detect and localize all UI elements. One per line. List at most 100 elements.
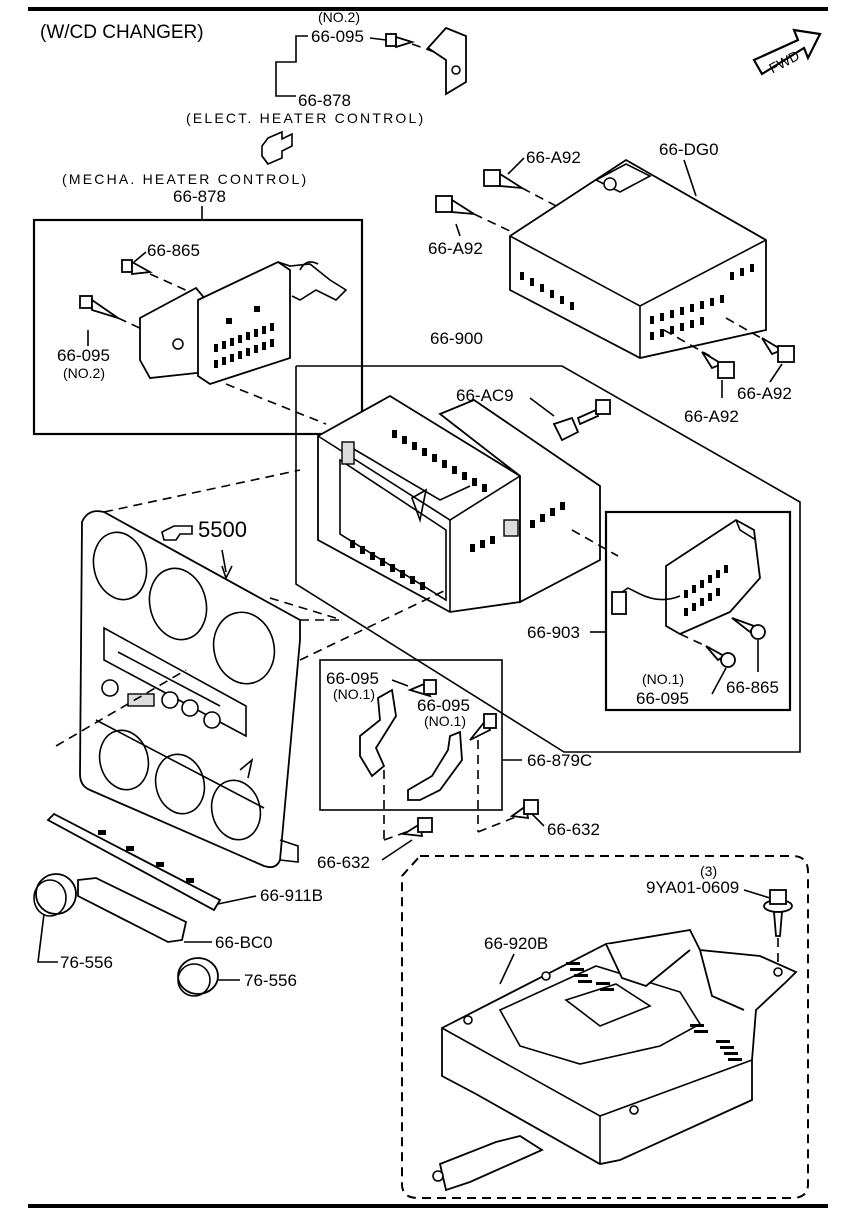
part-66-911b-label: 66-911B bbox=[260, 886, 323, 905]
dash-panel-unit-4 bbox=[269, 597, 343, 621]
no2-top-label: (NO.2) bbox=[318, 9, 360, 25]
part-66-095-left-label: 66-095 bbox=[57, 346, 110, 365]
part-66-632-r-label: 66-632 bbox=[547, 820, 600, 839]
dash-632-right-h bbox=[477, 815, 519, 833]
part-66-920b-label: 66-920B bbox=[484, 934, 548, 953]
no1-right-label: (NO.1) bbox=[642, 671, 684, 687]
mecha-heater-box bbox=[32, 218, 364, 436]
leader-a92-4 bbox=[769, 363, 783, 383]
front-panel-icon bbox=[79, 510, 301, 869]
bolt-a92-4-icon bbox=[761, 337, 795, 363]
part-66-095-b1-label: 66-095 bbox=[326, 669, 379, 688]
leader-632-r bbox=[531, 813, 545, 827]
leader-632-l bbox=[381, 839, 413, 861]
part-66-a92-1-label: 66-A92 bbox=[526, 148, 581, 167]
leader-066095-top bbox=[275, 35, 308, 97]
part-66-920b-box bbox=[401, 855, 809, 1199]
header-label: (W/CD CHANGER) bbox=[40, 22, 204, 43]
part-5500-label: 5500 bbox=[198, 517, 247, 542]
screw-095-right-icon bbox=[705, 645, 736, 668]
fwd-arrow-icon: FWD bbox=[752, 28, 822, 76]
qty3-label: (3) bbox=[700, 863, 717, 879]
dash-panel-unit-1 bbox=[103, 469, 301, 513]
part-66-903-label: 66-903 bbox=[527, 623, 580, 642]
leader-556-left bbox=[37, 913, 58, 963]
heater-control-panel-icon bbox=[139, 260, 348, 385]
support-bracket-icon bbox=[432, 929, 798, 1192]
bezel-strip-icon bbox=[46, 812, 222, 912]
knob-left-icon bbox=[33, 873, 77, 917]
no2-left-label: (NO.2) bbox=[63, 365, 105, 381]
part-66-879c-box bbox=[319, 659, 503, 811]
bolt-a92-2-icon bbox=[435, 195, 475, 215]
screw-632-left-icon bbox=[401, 817, 433, 838]
part-66-095-right-label: 66-095 bbox=[636, 689, 689, 708]
bracket-icon bbox=[426, 26, 467, 96]
part-66-632-l-label: 66-632 bbox=[317, 853, 370, 872]
leader-920b bbox=[499, 953, 515, 985]
flange-bolt-icon bbox=[763, 889, 793, 937]
leader-dg0 bbox=[683, 159, 697, 197]
leader-9ya01 bbox=[743, 889, 771, 899]
ac9-fastener-icon bbox=[552, 399, 611, 442]
part-76-556-left-label: 76-556 bbox=[60, 953, 113, 972]
reference-hand-icon bbox=[161, 525, 193, 541]
audio-unit-outline bbox=[295, 365, 801, 753]
leader-ac9 bbox=[529, 397, 555, 417]
bc0-cover-icon bbox=[77, 877, 188, 943]
leader-865-left bbox=[133, 251, 147, 263]
part-66-878-top-label: 66-878 bbox=[298, 91, 351, 110]
dash-095-right bbox=[679, 633, 711, 649]
elect-heater-label: (ELECT. HEATER CONTROL) bbox=[186, 110, 425, 126]
part-66-a92-4-label: 66-A92 bbox=[737, 384, 792, 403]
bracket-879c-icon bbox=[359, 688, 463, 801]
part-66-095-b2-label: 66-095 bbox=[417, 696, 470, 715]
screw-865-left-icon bbox=[121, 259, 153, 276]
leader-a92-2 bbox=[455, 223, 461, 237]
part-66-a92-2-label: 66-A92 bbox=[428, 239, 483, 258]
dash-632-left-h bbox=[383, 829, 413, 841]
screw-865-right-icon bbox=[731, 617, 766, 640]
part-66-ac9-label: 66-AC9 bbox=[456, 386, 514, 405]
part-66-865-left-label: 66-865 bbox=[147, 241, 200, 260]
screw-icon bbox=[385, 33, 416, 49]
part-66-903-box bbox=[604, 510, 792, 712]
audio-unit-icon bbox=[317, 394, 601, 613]
dash-a92-3 bbox=[663, 329, 711, 357]
screw-095-b2-icon bbox=[469, 713, 497, 741]
part-76-556-right-label: 76-556 bbox=[244, 971, 297, 990]
part-66-bc0-label: 66-BC0 bbox=[215, 933, 273, 952]
dash-mecha-to-900 bbox=[225, 383, 327, 425]
dash-a92-4 bbox=[725, 317, 769, 343]
leader-screw-top bbox=[369, 37, 387, 41]
cd-changer-icon bbox=[509, 158, 767, 359]
arrow-5500 bbox=[221, 565, 233, 581]
dash-panel-unit-5 bbox=[299, 589, 447, 661]
part-66-878-mid-label: 66-878 bbox=[173, 187, 226, 206]
part-66-dg0-label: 66-DG0 bbox=[659, 140, 719, 159]
dash-a92-1 bbox=[521, 187, 561, 209]
bolt-a92-3-icon bbox=[701, 351, 735, 379]
dash-a92-2 bbox=[473, 213, 513, 233]
part-66-095-top-label: 66-095 bbox=[311, 27, 364, 46]
knob-right-icon bbox=[177, 957, 219, 997]
no1-b1-label: (NO.1) bbox=[333, 686, 375, 702]
dash-unit-to-903 bbox=[571, 529, 619, 557]
part-66-a92-3-label: 66-A92 bbox=[684, 407, 739, 426]
leader-a92-1 bbox=[507, 157, 525, 175]
screw-095-b1-icon bbox=[407, 679, 437, 698]
screw-632-right-icon bbox=[509, 799, 539, 820]
dash-screw-bracket bbox=[411, 43, 441, 55]
leader-911b bbox=[217, 895, 257, 905]
dash-panel-unit-3 bbox=[55, 669, 187, 747]
part-66-900-label: 66-900 bbox=[430, 329, 483, 348]
leader-095-right bbox=[711, 667, 727, 695]
mecha-heater-label: (MECHA. HEATER CONTROL) bbox=[62, 171, 308, 187]
screw-095-left-icon bbox=[79, 295, 119, 319]
dash-095-left bbox=[117, 317, 145, 331]
alternative-arrow-icon bbox=[261, 130, 293, 165]
bolt-a92-1-icon bbox=[483, 169, 523, 189]
leader-5500 bbox=[221, 549, 227, 573]
